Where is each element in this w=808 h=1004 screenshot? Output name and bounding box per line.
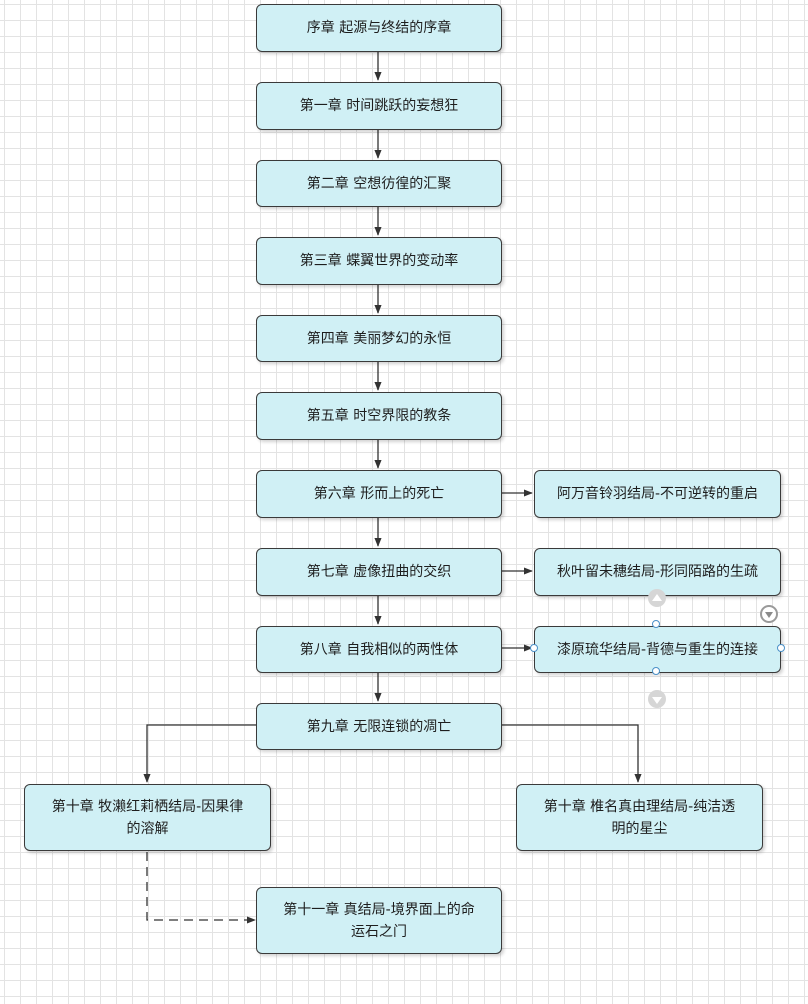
node-chapter-1[interactable]: 第一章 时间跳跃的妄想狂: [256, 82, 502, 130]
node-prologue-label: 序章 起源与终结的序章: [306, 20, 452, 36]
node-chapter-10-mayuri[interactable]: 第十章 椎名真由理结局-纯洁透 明的星尘: [516, 784, 763, 851]
node-ending-chapter-6[interactable]: 阿万音铃羽结局-不可逆转的重启: [534, 470, 781, 518]
edge-ch10-ch11-dashed: [146, 852, 256, 924]
selection-handle-top[interactable]: [652, 620, 660, 628]
node-chapter-2-label: 第二章 空想彷徨的汇聚: [306, 175, 452, 192]
node-chapter-4-label: 第四章 美丽梦幻的永恒: [306, 330, 452, 347]
node-chapter-10-kurisu-label-line1: 第十章 牧濑红莉栖结局-因果律: [51, 798, 244, 815]
node-chapter-1-label: 第一章 时间跳跃的妄想狂: [299, 98, 459, 114]
node-chapter-3-label: 第三章 蝶翼世界的变动率: [299, 253, 459, 269]
node-chapter-4[interactable]: 第四章 美丽梦幻的永恒: [256, 315, 502, 362]
node-chapter-3[interactable]: 第三章 蝶翼世界的变动率: [256, 237, 502, 285]
edge-ch9-ch10-right: [502, 724, 642, 783]
arrow-up-control-icon[interactable]: [648, 589, 666, 607]
node-chapter-11-label-line1: 第十一章 真结局-境界面上的命: [283, 901, 475, 918]
node-ending-chapter-8[interactable]: 漆原琉华结局-背德与重生的连接: [534, 626, 781, 673]
node-ending-chapter-8-label: 漆原琉华结局-背德与重生的连接: [556, 641, 759, 658]
node-chapter-2[interactable]: 第二章 空想彷徨的汇聚: [256, 160, 502, 207]
edge-ch9-ch10-left: [143, 724, 256, 783]
node-chapter-5[interactable]: 第五章 时空界限的教条: [256, 392, 502, 440]
collapse-control-icon[interactable]: [760, 605, 778, 623]
node-chapter-10-mayuri-label-line2: 明的星尘: [611, 820, 668, 837]
selection-handle-right[interactable]: [777, 644, 785, 652]
node-chapter-10-mayuri-label-line1: 第十章 椎名真由理结局-纯洁透: [543, 798, 736, 815]
node-chapter-9-label: 第九章 无限连锁的凋亡: [306, 718, 452, 735]
node-chapter-6[interactable]: 第六章 形而上的死亡: [256, 470, 502, 518]
node-chapter-6-label: 第六章 形而上的死亡: [313, 486, 445, 502]
arrow-down-control-icon[interactable]: [648, 690, 666, 708]
node-ending-chapter-7-label: 秋叶留未穗结局-形同陌路的生疏: [556, 564, 759, 580]
node-chapter-8[interactable]: 第八章 自我相似的两性体: [256, 626, 502, 673]
node-ending-chapter-6-label: 阿万音铃羽结局-不可逆转的重启: [556, 486, 759, 502]
node-chapter-10-kurisu-label-line2: 的溶解: [126, 820, 169, 837]
selection-handle-left[interactable]: [530, 644, 538, 652]
node-chapter-11-true-ending[interactable]: 第十一章 真结局-境界面上的命 运石之门: [256, 887, 502, 954]
node-chapter-7-label: 第七章 虚像扭曲的交织: [306, 564, 452, 580]
node-chapter-10-kurisu[interactable]: 第十章 牧濑红莉栖结局-因果律 的溶解: [24, 784, 271, 851]
node-ending-chapter-7[interactable]: 秋叶留未穗结局-形同陌路的生疏: [534, 548, 781, 596]
selection-handle-bottom[interactable]: [652, 667, 660, 675]
node-chapter-9[interactable]: 第九章 无限连锁的凋亡: [256, 703, 502, 750]
node-chapter-11-label-line2: 运石之门: [350, 923, 407, 940]
node-chapter-5-label: 第五章 时空界限的教条: [306, 408, 452, 424]
node-prologue[interactable]: 序章 起源与终结的序章: [256, 4, 502, 52]
node-chapter-7[interactable]: 第七章 虚像扭曲的交织: [256, 548, 502, 596]
node-chapter-8-label: 第八章 自我相似的两性体: [299, 641, 459, 658]
